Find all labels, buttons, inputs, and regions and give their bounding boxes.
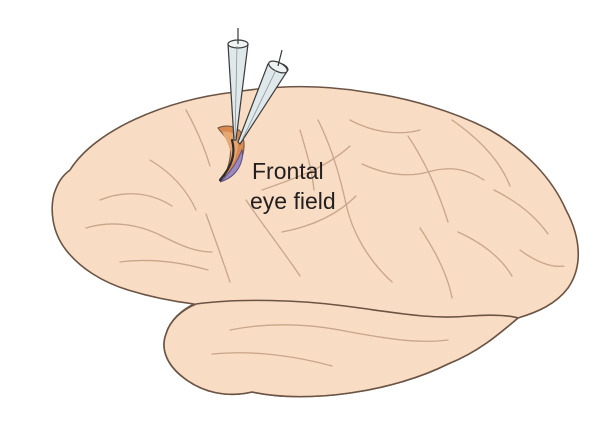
sulci-lines — [85, 109, 565, 367]
temporal-lobe-outline — [163, 299, 519, 398]
frontal-eye-field-label-line1: Frontal — [252, 158, 324, 184]
electrode-right — [237, 49, 289, 145]
frontal-eye-field-label-line2: eye field — [250, 188, 336, 214]
electrode-left — [227, 28, 249, 141]
